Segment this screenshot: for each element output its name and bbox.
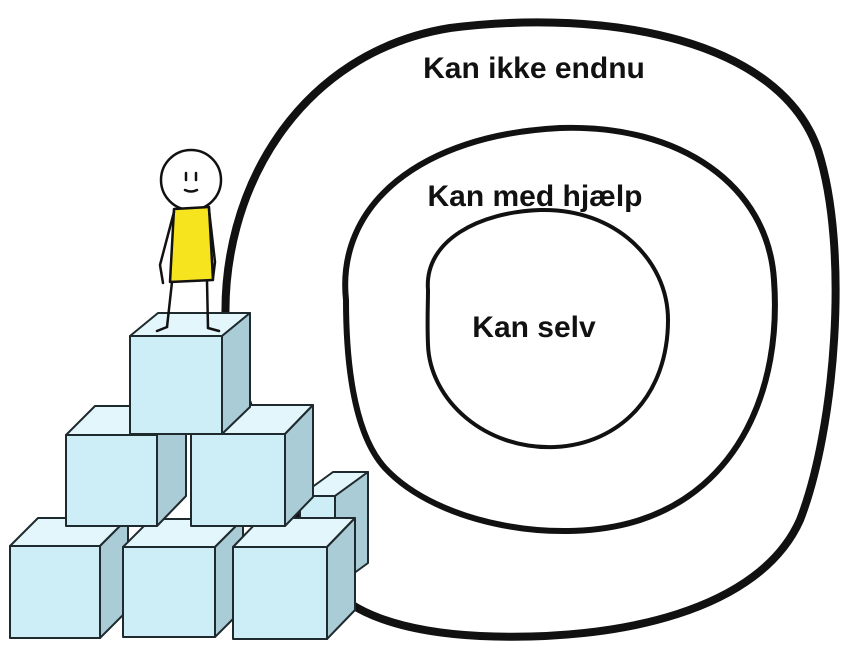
outer-zone-label: Kan ikke endnu — [423, 52, 645, 85]
cube — [9, 517, 129, 639]
inner-zone-label: Kan selv — [472, 311, 596, 344]
cube-pyramid — [9, 312, 369, 640]
figure-arm-left — [158, 210, 176, 285]
figure-arm-right — [207, 208, 217, 280]
figure-shirt — [168, 205, 215, 284]
figure-head — [159, 148, 223, 212]
middle-zone-ring — [342, 124, 778, 535]
inner-zone-ring — [425, 207, 670, 450]
figure-mouth — [183, 188, 199, 193]
cube — [129, 312, 251, 435]
figure-foot-right — [206, 326, 221, 333]
middle-zone-label: Kan med hjælp — [427, 180, 642, 213]
figure-leg-right — [205, 279, 210, 330]
cube — [232, 517, 356, 640]
cube — [122, 518, 244, 638]
figure-foot-left — [155, 325, 169, 333]
figure-leg-left — [165, 280, 174, 329]
stick-figure — [155, 148, 223, 333]
